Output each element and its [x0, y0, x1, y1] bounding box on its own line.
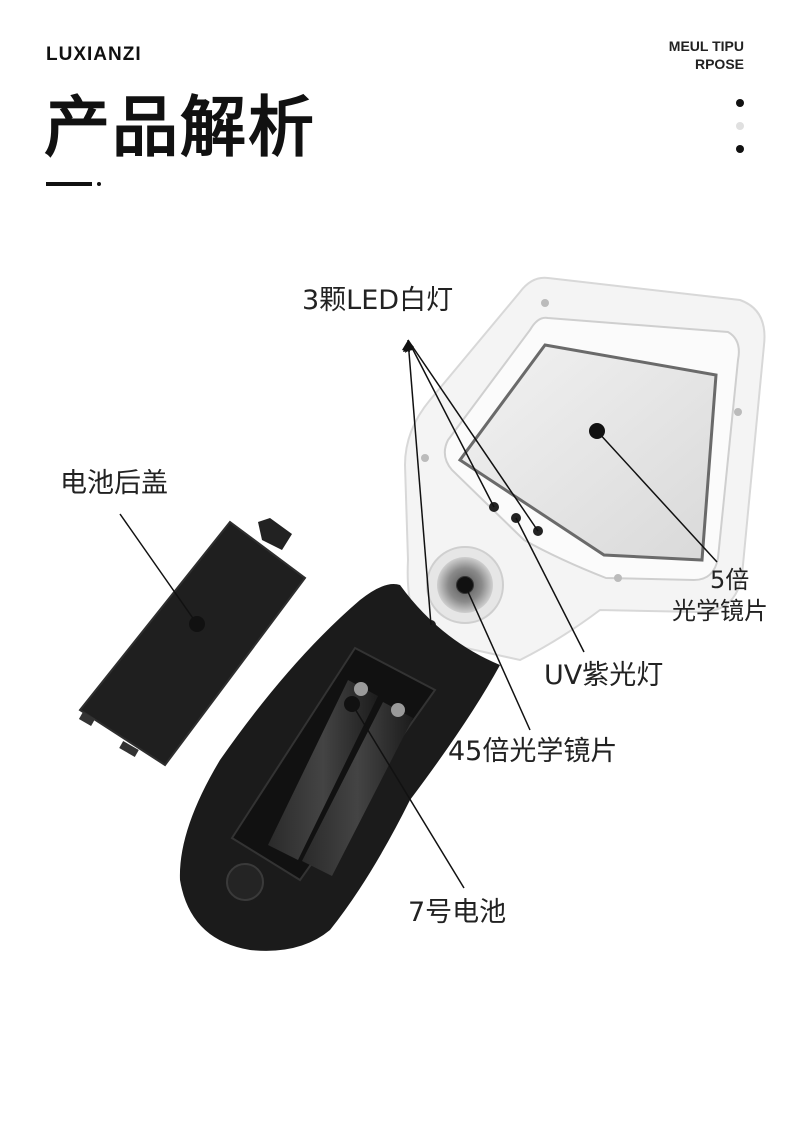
magnifier-handle [179, 584, 500, 951]
battery-cover [78, 518, 307, 767]
callout-lens5-line2: 光学镜片 [672, 597, 768, 625]
callout-led: 3颗LED白灯 [302, 285, 454, 316]
indicator-dot [736, 145, 744, 153]
tagline: MEUL TIPU RPOSE [669, 37, 744, 73]
indicator-dot [736, 99, 744, 107]
magnifier-head [403, 276, 766, 662]
indicator-dot [736, 122, 744, 130]
tagline-line1: MEUL TIPU [668, 38, 744, 54]
title-underline-dot [97, 182, 101, 186]
brand-logo: LUXIANZI [46, 44, 142, 65]
tagline-line2: RPOSE [694, 56, 744, 72]
page-title: 产品解析 [44, 89, 316, 166]
battery-aaa [268, 680, 413, 876]
callout-dots [189, 423, 605, 712]
callout-battery-cover: 电池后盖 [60, 468, 168, 499]
callout-uv: UV紫光灯 [544, 660, 664, 691]
title-underline [46, 182, 92, 186]
callout-arrowheads [402, 340, 414, 353]
callout-lens5-line1: 5倍 [710, 566, 750, 594]
callout-lines [119, 339, 718, 889]
callout-lens45: 45倍光学镜片 [448, 736, 618, 767]
callout-battery: 7号电池 [408, 897, 507, 928]
